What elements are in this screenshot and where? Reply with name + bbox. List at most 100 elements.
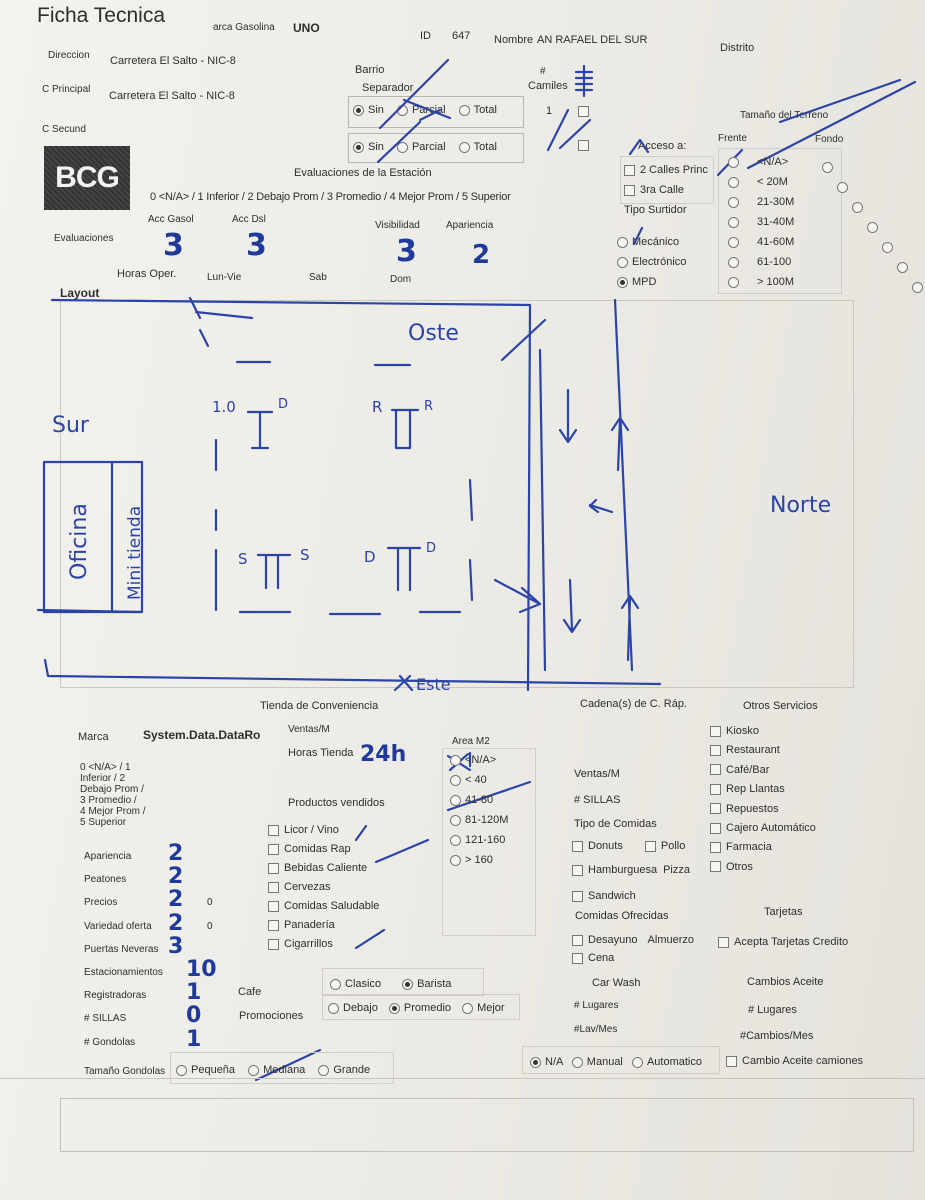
otros-item: Otros [710, 861, 753, 873]
frente-radio[interactable] [728, 276, 739, 288]
frente-radio[interactable] [728, 216, 739, 228]
surtidor-option-electronico: Electrónico [617, 256, 686, 268]
otros-checkbox[interactable] [710, 861, 721, 873]
tipo-comidas-label: Tipo de Comidas [574, 818, 657, 830]
notes-box[interactable] [60, 1098, 914, 1152]
area-radio[interactable] [450, 814, 461, 826]
camiles-checkbox-1[interactable] [578, 106, 589, 117]
name-value: AN RAFAEL DEL SUR [537, 34, 648, 46]
desayuno-checkbox[interactable] [572, 934, 583, 946]
camiles-value: 1 [546, 105, 553, 117]
mark-camiles-count [574, 64, 594, 98]
aceite-cambios-label: #Cambios/Mes [740, 1030, 814, 1042]
otros-checkbox[interactable] [710, 744, 721, 756]
acceso-2calles-checkbox[interactable] [624, 164, 635, 176]
ofrecidas-label: Comidas Ofrecidas [575, 910, 669, 922]
producto-checkbox[interactable] [268, 881, 279, 893]
separador-row2-box [348, 133, 524, 163]
otros-checkbox[interactable] [710, 841, 721, 853]
gondolas-size-label: Tamaño Gondolas [84, 1066, 166, 1077]
surtidor-electronico-radio[interactable] [617, 256, 628, 268]
producto-checkbox[interactable] [268, 938, 279, 950]
cafe-options: Clasico Barista [330, 978, 451, 990]
sep2-total-radio[interactable] [458, 141, 470, 153]
producto-checkbox[interactable] [268, 843, 279, 855]
area-radio[interactable] [450, 834, 461, 846]
cafe-label: Cafe [238, 986, 262, 998]
donuts-checkbox[interactable] [572, 840, 583, 852]
area-radio[interactable] [450, 794, 461, 806]
tipo-row-3: Sandwich [572, 890, 636, 902]
fondo-radio[interactable] [897, 262, 908, 274]
fondo-radio[interactable] [822, 162, 833, 174]
gondolas-pequena-radio[interactable] [176, 1064, 187, 1076]
carwash-na-radio[interactable] [530, 1056, 541, 1068]
area-label: Area M2 [452, 736, 490, 747]
terreno-size-label: 31-40M [757, 216, 795, 228]
marca-value: System.Data.DataRo [143, 728, 261, 742]
producto-label: Bebidas Caliente [284, 862, 368, 874]
producto-label: Licor / Vino [284, 824, 339, 836]
producto-checkbox[interactable] [268, 862, 279, 874]
producto-checkbox[interactable] [268, 900, 279, 912]
acceso-3ra-checkbox[interactable] [624, 184, 635, 196]
producto-label: Comidas Rap [284, 843, 351, 855]
otros-checkbox[interactable] [710, 783, 721, 795]
sep1-sin-radio[interactable] [353, 104, 364, 116]
fondo-radio[interactable] [837, 182, 848, 194]
producto-checkbox[interactable] [268, 919, 279, 931]
otros-checkbox[interactable] [710, 764, 721, 776]
frente-radio[interactable] [728, 176, 739, 188]
evaluaciones-scale: 0 <N/A> / 1 Inferior / 2 Debajo Prom / 3… [150, 191, 511, 203]
hamburguesa-checkbox[interactable] [572, 864, 583, 876]
otros-label: Rep Llantas [726, 783, 785, 796]
gondolas-size-options: Pequeña Mediana Grande [176, 1064, 370, 1076]
camiones-checkbox[interactable] [726, 1055, 737, 1067]
sep1-total-radio[interactable] [458, 104, 470, 116]
frente-radio[interactable] [728, 256, 739, 268]
camiles-hash: # [540, 66, 546, 77]
horas-tienda-value: 24h [360, 742, 407, 767]
surtidor-mpd-radio[interactable] [617, 276, 628, 288]
tarjetas-checkbox[interactable] [718, 936, 729, 948]
surtidor-option-mpd: MPD [617, 276, 656, 288]
producto-checkbox[interactable] [268, 824, 279, 836]
area-radio[interactable] [450, 774, 461, 786]
fondo-radio[interactable] [912, 282, 923, 294]
camiles-checkbox-2[interactable] [578, 140, 589, 151]
cafe-barista-radio[interactable] [402, 978, 414, 990]
acceso-option-2: 3ra Calle [624, 184, 684, 196]
fondo-radio[interactable] [867, 222, 878, 234]
gondolas-mediana-radio[interactable] [248, 1064, 260, 1076]
promo-debajo-radio[interactable] [328, 1002, 339, 1014]
frente-radio[interactable] [728, 236, 739, 248]
otros-checkbox[interactable] [710, 803, 721, 815]
rating-value: 10 [186, 957, 217, 982]
frente-radio[interactable] [728, 196, 739, 208]
gondolas-grande-radio[interactable] [318, 1064, 330, 1076]
sep2-parcial-radio[interactable] [396, 141, 408, 153]
pollo-checkbox[interactable] [644, 840, 656, 852]
otros-checkbox[interactable] [710, 725, 721, 737]
carwash-automatico-radio[interactable] [631, 1056, 643, 1068]
fondo-radio[interactable] [852, 202, 863, 214]
sandwich-checkbox[interactable] [572, 890, 583, 902]
area-option: 81-120M [450, 814, 508, 826]
district-label: Distrito [720, 42, 755, 54]
area-radio[interactable] [450, 854, 461, 866]
sep1-parcial-radio[interactable] [396, 104, 408, 116]
frente-radio[interactable] [728, 156, 739, 168]
fondo-radio[interactable] [882, 242, 893, 254]
promo-promedio-radio[interactable] [388, 1002, 400, 1014]
carwash-manual-radio[interactable] [571, 1056, 583, 1068]
sep2-sin-radio[interactable] [353, 141, 364, 153]
otros-item: Repuestos [710, 803, 779, 815]
promo-mejor-radio[interactable] [462, 1002, 474, 1014]
otros-checkbox[interactable] [710, 822, 721, 834]
area-radio[interactable] [450, 754, 461, 766]
cafe-clasico-radio[interactable] [330, 978, 341, 990]
surtidor-mecanico-radio[interactable] [617, 236, 628, 248]
cena-checkbox[interactable] [572, 952, 583, 964]
evaluaciones-row-label: Evaluaciones [54, 233, 114, 244]
